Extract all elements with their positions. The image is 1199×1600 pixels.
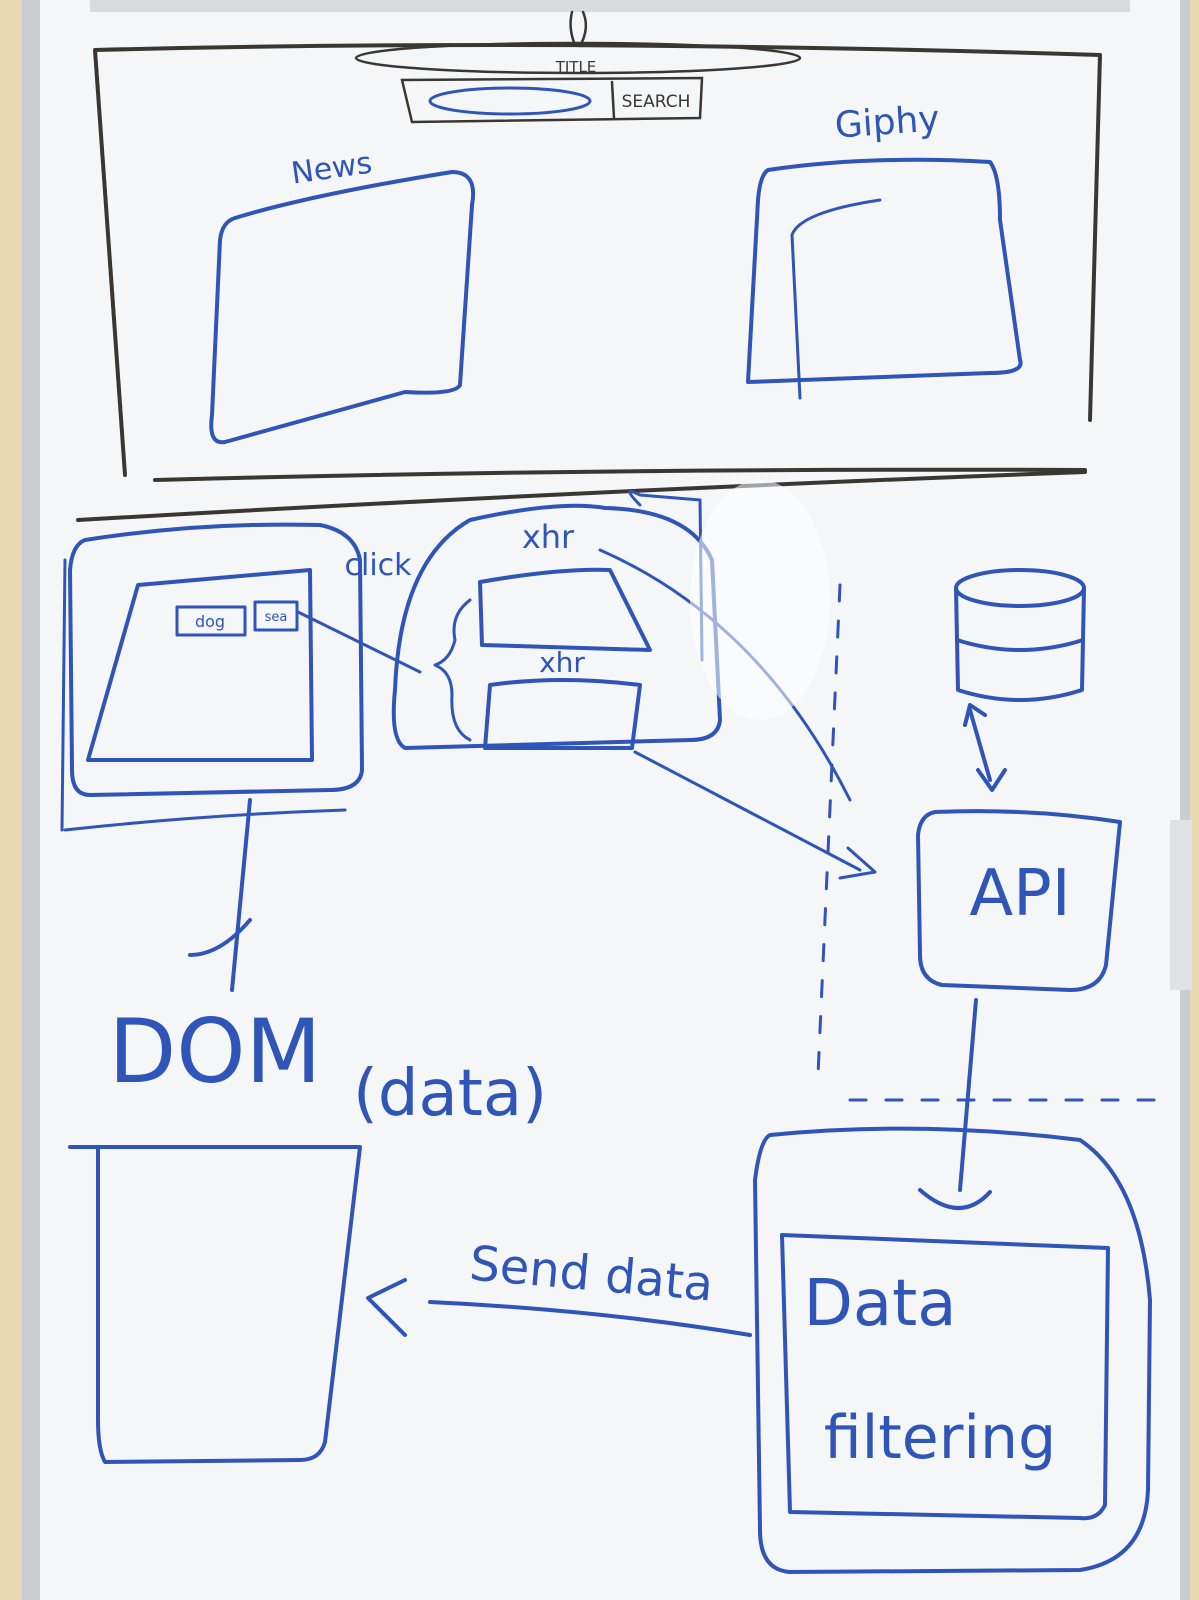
wireframe-title: TITLE: [555, 58, 597, 76]
xhr-to-api-arrow-2: [633, 750, 877, 880]
click-label: click: [344, 548, 412, 583]
xhr-container: [391, 503, 722, 750]
top-tray: [90, 0, 1130, 12]
whiteboard-surface: [40, 0, 1180, 1600]
xhr-request-box-top: [478, 567, 652, 652]
side-clip: [1170, 820, 1192, 990]
mini-search-input-label: dog: [195, 612, 225, 631]
search-input-oval: [428, 86, 592, 116]
mini-search-input: [175, 605, 247, 637]
giphy-inner-stroke: [790, 198, 882, 400]
xhr-request-box-bottom: [483, 678, 642, 750]
section-divider: [76, 470, 1087, 522]
light-glare: [690, 480, 830, 720]
dom-container: [68, 1145, 362, 1464]
api-box: [916, 809, 1122, 992]
click-arrow: [296, 610, 422, 674]
api-to-filter-arrow: [918, 998, 992, 1210]
wireframe-outline: [93, 43, 1102, 482]
database-icon: [954, 586, 1086, 702]
dom-sub-label: (data): [353, 1057, 547, 1131]
filter-label-line2: filtering: [824, 1403, 1056, 1473]
search-button-label: SEARCH: [622, 92, 691, 112]
browser-viewport: [86, 568, 314, 762]
logo-mark: [569, 10, 588, 48]
browser-shadow: [60, 558, 347, 832]
send-data-arrow: [366, 1278, 752, 1337]
xhr-loop-arrow: [628, 490, 704, 662]
giphy-label: Giphy: [833, 98, 940, 146]
xhr-bottom-label: xhr: [539, 646, 585, 679]
browser-window: [68, 522, 364, 797]
db-api-arrow: [963, 703, 1007, 792]
xhr-brace: [433, 598, 472, 742]
filter-label-line1: Data: [804, 1267, 957, 1341]
news-panel: [209, 170, 475, 445]
giphy-panel: [746, 157, 1023, 384]
xhr-top-label: xhr: [522, 518, 575, 556]
mini-search-button: [253, 600, 299, 632]
search-bar: [400, 76, 704, 124]
browser-to-dom-arrow: [188, 798, 252, 992]
boundary-dashed-vertical: [816, 583, 842, 1077]
mini-search-button-label: sea: [265, 610, 288, 625]
title-bar-shape: [354, 41, 802, 75]
dom-label: DOM: [109, 1000, 322, 1103]
api-label: API: [969, 857, 1070, 931]
filter-outer-box: [753, 1126, 1152, 1574]
filter-inner-box: [780, 1233, 1110, 1521]
